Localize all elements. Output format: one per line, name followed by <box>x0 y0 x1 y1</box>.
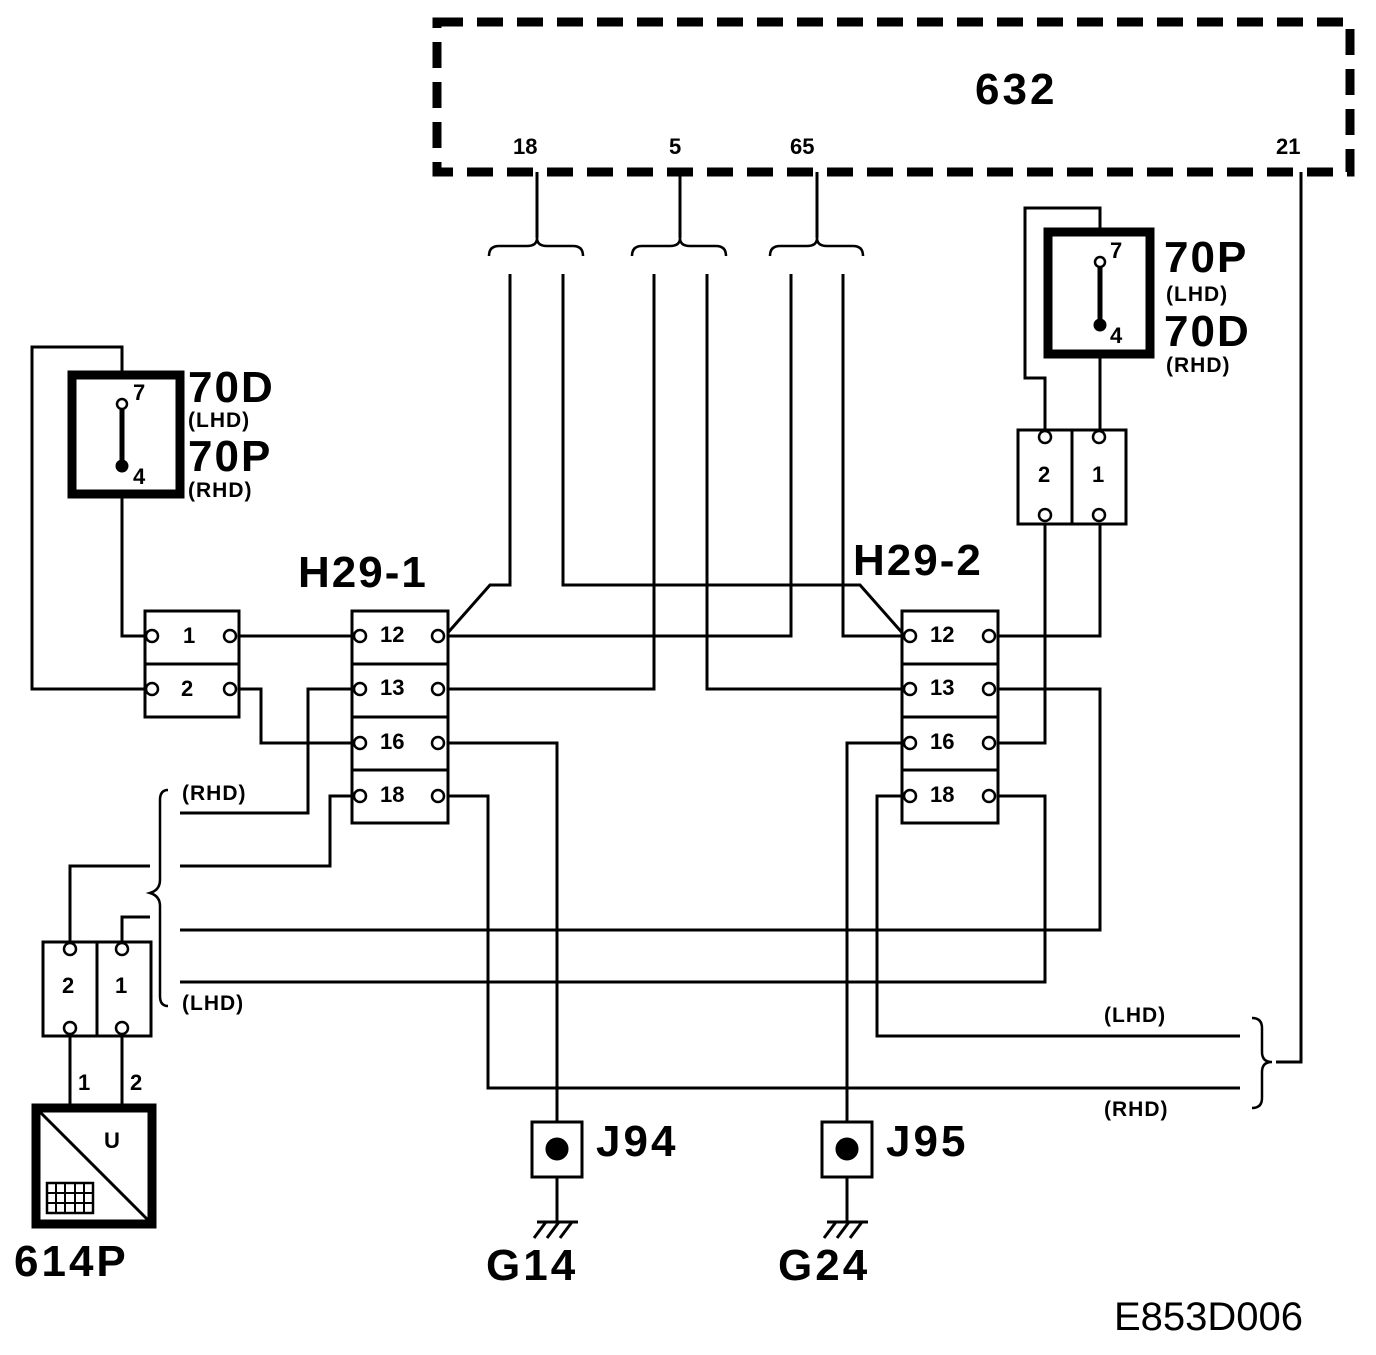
connector-right-pin-2: 2 <box>1038 462 1050 487</box>
ground-icon <box>532 1220 578 1239</box>
module-632: 632 18 5 65 21 <box>432 17 1355 177</box>
switch-right-top-note: (LHD) <box>1166 283 1228 306</box>
h29-1-label: H29-1 <box>298 548 428 597</box>
module-632-label: 632 <box>975 65 1057 114</box>
switch-left-pin-7: 7 <box>133 380 145 405</box>
connector-bottom-small: 2 1 1 2 <box>41 940 153 1095</box>
h29-1-pin-12: 12 <box>380 622 404 647</box>
module-632-pin-18: 18 <box>513 134 537 159</box>
device-614p: U 614P <box>14 1103 157 1286</box>
junction-j95: J95 <box>820 1117 968 1179</box>
switch-right-pin-7: 7 <box>1110 238 1122 263</box>
h29-2-pin-18: 18 <box>930 782 954 807</box>
connector-left-small: 1 2 <box>143 609 241 719</box>
switch-left-bottom-label: 70P <box>188 432 272 481</box>
label-left-lhd: (LHD) <box>182 992 244 1015</box>
switch-right-top-label: 70P <box>1164 233 1248 282</box>
h29-2-label: H29-2 <box>853 536 983 585</box>
switch-left: 7 4 70D (LHD) 70P (RHD) <box>67 363 275 502</box>
module-632-pin-5: 5 <box>669 134 681 159</box>
module-632-pin-21: 21 <box>1276 134 1300 159</box>
h29-2-pin-12: 12 <box>930 622 954 647</box>
switch-right: 7 4 70P (LHD) 70D (RHD) <box>1043 227 1251 377</box>
grid-icon <box>45 1181 95 1215</box>
h29-1-pin-13: 13 <box>380 675 404 700</box>
splice-braces <box>487 172 865 257</box>
switch-left-pin-4: 4 <box>133 464 146 489</box>
junction-j94-label: J94 <box>596 1117 678 1166</box>
label-left-rhd: (RHD) <box>182 782 246 805</box>
junction-j94: J94 <box>530 1117 678 1179</box>
ground-icon <box>822 1220 868 1239</box>
wire-label-1: 1 <box>78 1070 90 1095</box>
wire-label-2: 2 <box>130 1070 142 1095</box>
switch-right-bottom-note: (RHD) <box>1166 354 1230 377</box>
device-614p-label: 614P <box>14 1237 129 1286</box>
ground-g14-label: G14 <box>486 1241 578 1290</box>
module-632-pin-65: 65 <box>790 134 814 159</box>
device-614p-symbol: U <box>104 1128 120 1153</box>
junction-j95-label: J95 <box>886 1117 968 1166</box>
switch-right-bottom-label: 70D <box>1164 307 1251 356</box>
variant-labels: (RHD) (LHD) (LHD) (RHD) <box>182 782 1168 1121</box>
h29-2-pin-13: 13 <box>930 675 954 700</box>
connector-right-small: 2 1 <box>1016 428 1128 526</box>
connector-left-pin-1: 1 <box>183 623 195 648</box>
switch-left-top-label: 70D <box>188 363 275 412</box>
ground-g24-label: G24 <box>778 1241 870 1290</box>
connector-h29-2: H29-2 12 13 16 18 <box>853 536 1000 825</box>
switch-left-top-note: (LHD) <box>188 409 250 432</box>
ground-g24: G24 <box>778 1220 870 1290</box>
switch-left-bottom-note: (RHD) <box>188 479 252 502</box>
connector-bottom-pin-1: 1 <box>115 973 127 998</box>
connector-h29-1: H29-1 12 13 16 18 <box>298 548 450 825</box>
ground-g14: G14 <box>486 1220 578 1290</box>
wires <box>30 172 1303 1222</box>
connector-right-pin-1: 1 <box>1092 462 1104 487</box>
label-right-rhd: (RHD) <box>1104 1098 1168 1121</box>
connector-bottom-pin-2: 2 <box>62 973 74 998</box>
label-right-lhd: (LHD) <box>1104 1004 1166 1027</box>
h29-1-pin-16: 16 <box>380 729 404 754</box>
switch-right-pin-4: 4 <box>1110 323 1123 348</box>
h29-1-pin-18: 18 <box>380 782 404 807</box>
connector-left-pin-2: 2 <box>181 676 193 701</box>
h29-2-pin-16: 16 <box>930 729 954 754</box>
diagram-code: E853D006 <box>1114 1295 1303 1339</box>
